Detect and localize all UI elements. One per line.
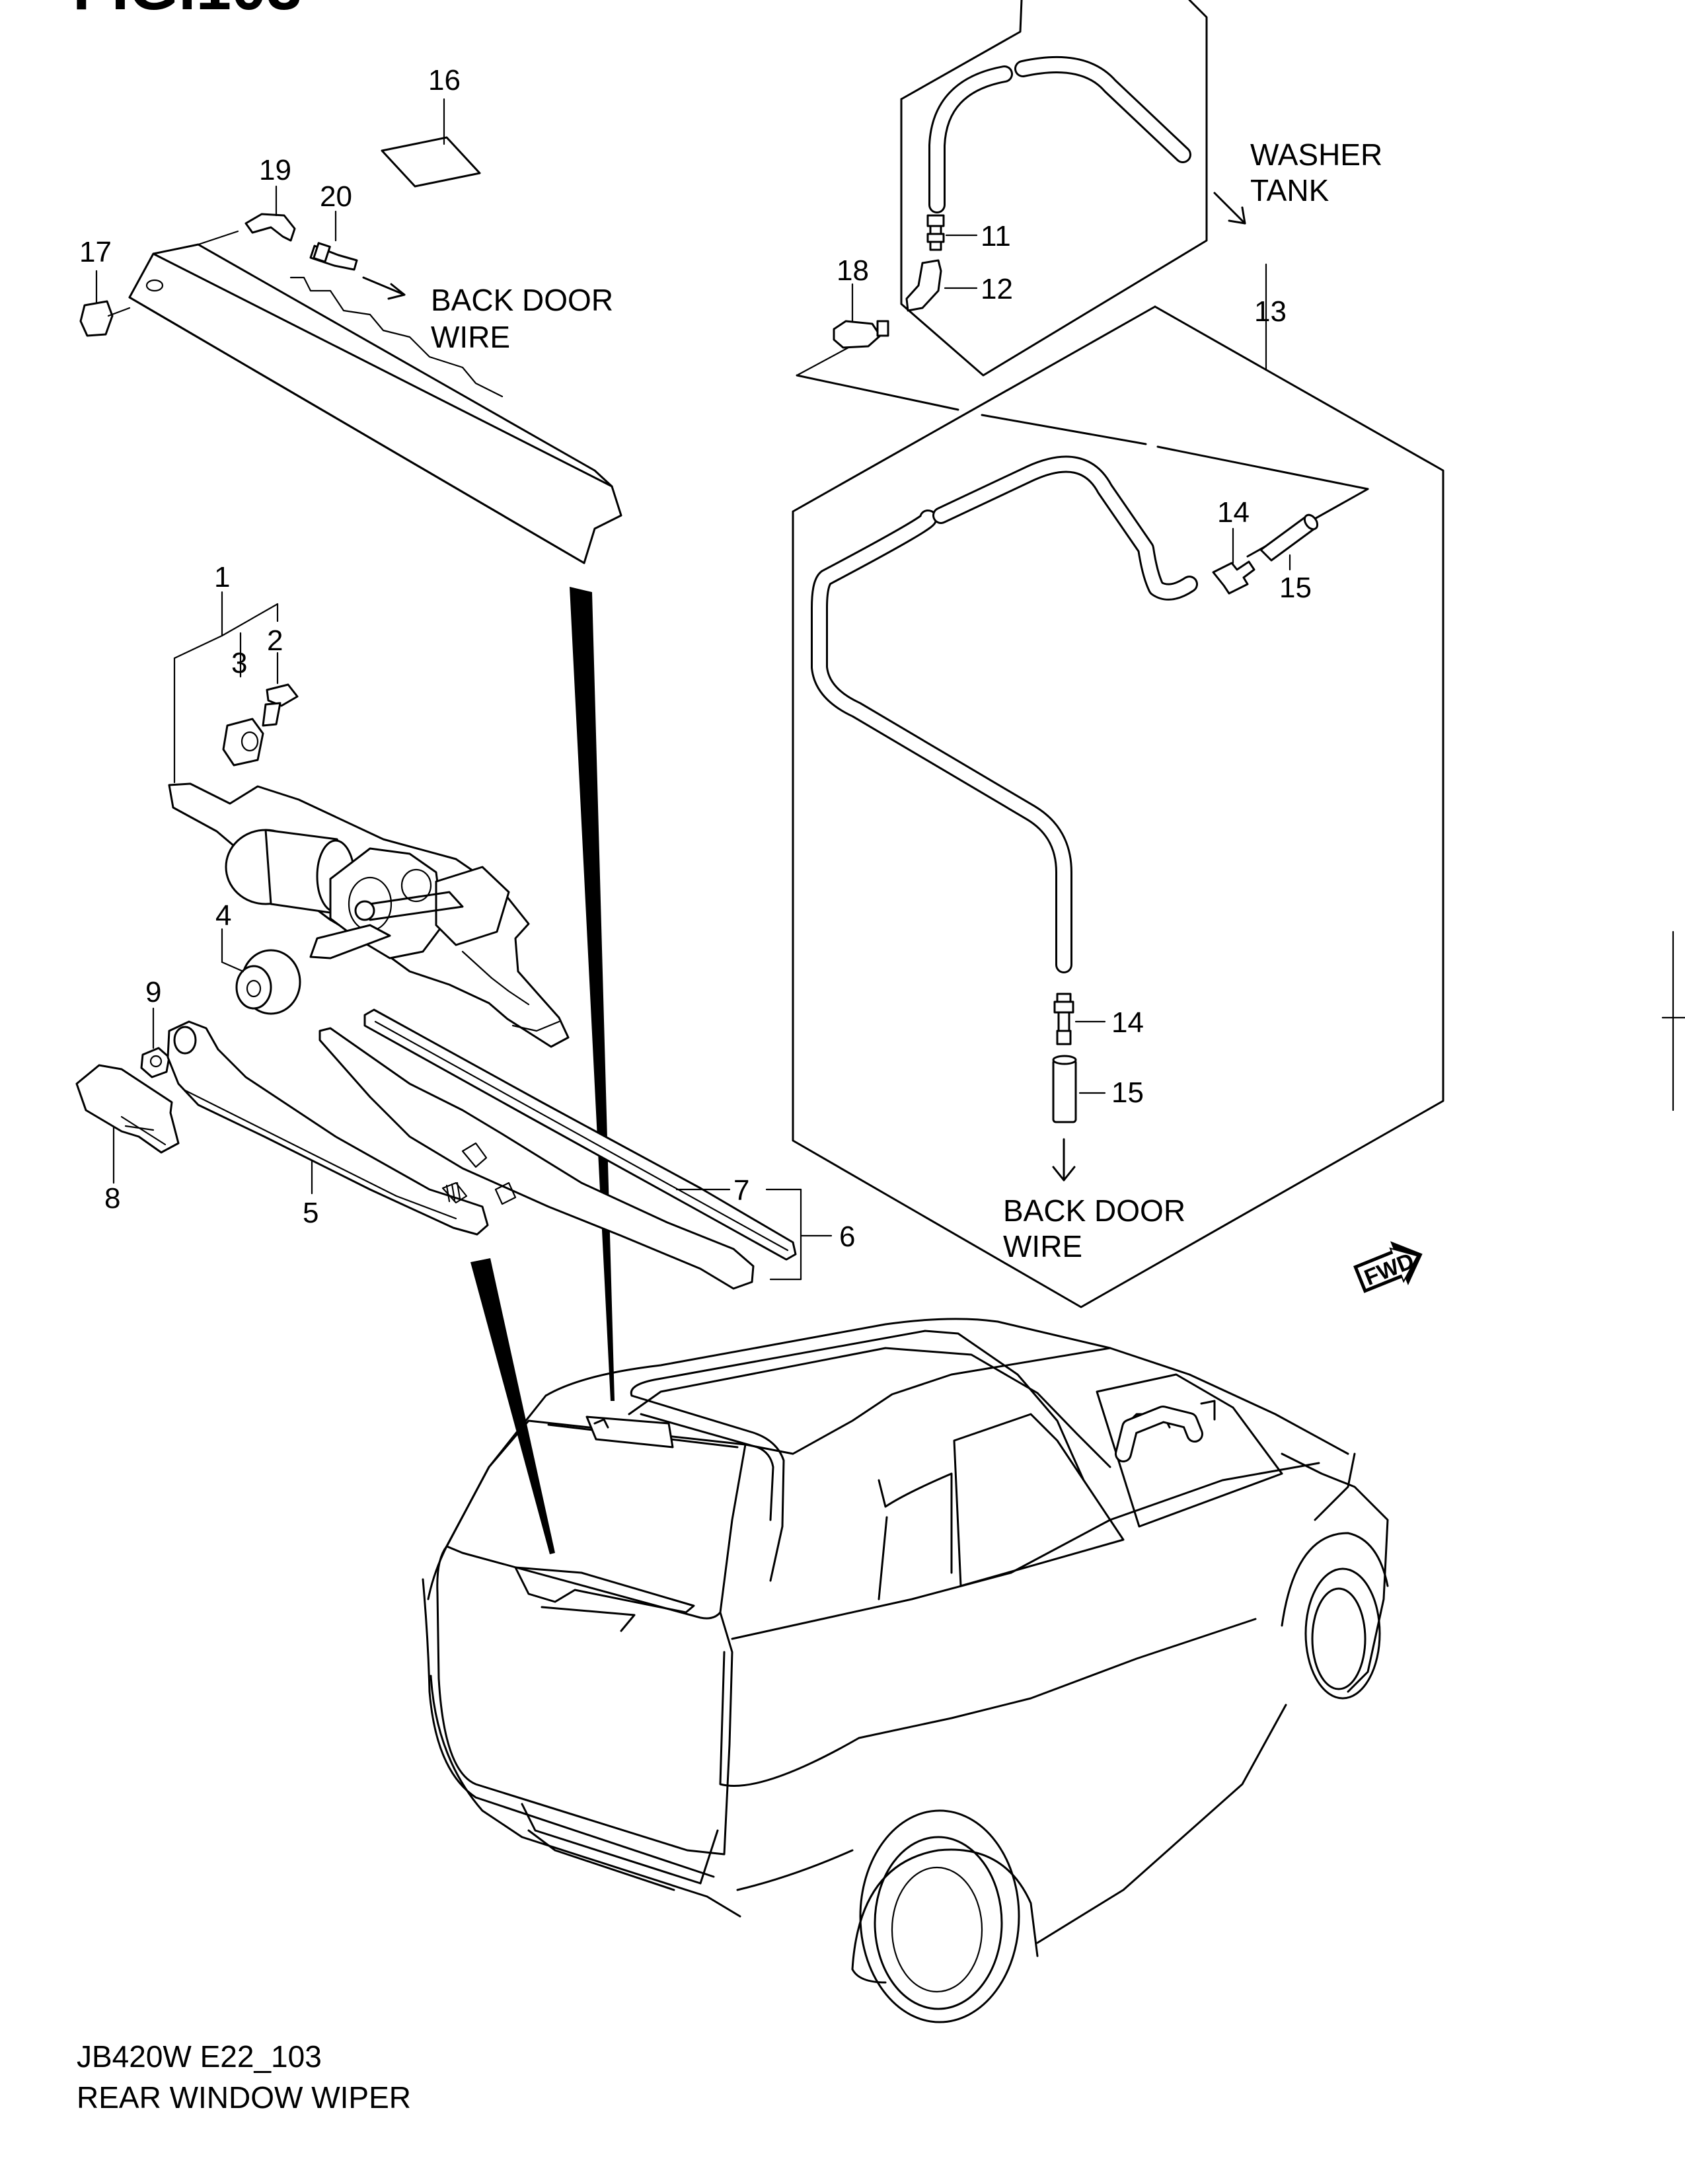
part-number-13: 13: [1254, 295, 1287, 328]
part-19-elbow: 19: [244, 154, 296, 242]
figure-header: FIG.103: [73, 0, 302, 23]
washer-hose-group-main: 13: [792, 263, 1444, 1308]
part-5-wiper-arm: 5: [167, 1020, 489, 1236]
part-6-wiper-blade: [318, 1027, 755, 1290]
back-door-wire-arrow-lower: [1052, 1138, 1076, 1182]
part-14-connector-upper: 14: [1212, 496, 1255, 595]
part-number-15-upper: 15: [1279, 572, 1312, 604]
part-number-8: 8: [104, 1182, 120, 1215]
wiper-motor-assembly: [168, 782, 570, 1048]
part-20-connector: 20: [309, 180, 406, 300]
part-number-14-lower: 14: [1111, 1006, 1144, 1039]
back-door-wire-top-line2: WIRE: [431, 320, 510, 354]
part-number-20: 20: [320, 180, 352, 213]
vehicle-outline: [422, 1318, 1389, 2023]
fwd-arrow-badge: FWD: [1353, 1241, 1423, 1293]
part-number-14-upper: 14: [1217, 496, 1250, 529]
part-17-clip: 17: [79, 236, 131, 337]
part-number-19: 19: [259, 154, 291, 186]
part-7-blade-rubber: [363, 1008, 797, 1261]
part-number-12: 12: [981, 273, 1013, 305]
part-8-cover: 8: [75, 1064, 180, 1215]
part-number-15-lower: 15: [1111, 1076, 1144, 1109]
back-door-wire-top-line1: BACK DOOR: [431, 283, 613, 317]
part-number-4: 4: [215, 899, 231, 932]
part-number-18: 18: [837, 254, 869, 287]
back-door-wire-bottom-line2: WIRE: [1003, 1229, 1082, 1263]
wiper-lead-line: [470, 1258, 555, 1554]
back-door-wire-bottom-line1: BACK DOOR: [1003, 1193, 1185, 1228]
part-1-motor-callout: 1 2 3: [173, 561, 283, 784]
part-number-7: 7: [733, 1174, 749, 1207]
part-number-17: 17: [79, 236, 112, 268]
part-number-1: 1: [214, 561, 230, 593]
part-number-11: 11: [981, 220, 1011, 252]
part-18-clip: 18: [796, 254, 889, 377]
part-14-connector-lower: 14: [1053, 993, 1144, 1045]
part-number-6: 6: [839, 1221, 855, 1253]
part-15-sleeve-lower: 15: [1052, 1055, 1144, 1123]
figure-code: JB420W E22_103: [77, 2039, 322, 2074]
part-12-elbow: 12: [905, 259, 1013, 312]
part-number-3: 3: [231, 647, 247, 679]
part-2-bolt: [262, 683, 299, 727]
part-3-grommet: [222, 718, 264, 767]
part-16-label-sticker: 16: [381, 64, 481, 188]
part-number-2: 2: [267, 624, 283, 657]
part-number-9: 9: [145, 976, 161, 1008]
lamp-lead-line: [570, 587, 615, 1401]
part-6-7-callouts: 7 6: [675, 1174, 855, 1281]
part-number-16: 16: [428, 64, 461, 96]
washer-tank-line1: WASHER: [1250, 137, 1382, 172]
part-9-nut: 9: [140, 976, 170, 1078]
high-mount-stop-lamp: [128, 230, 622, 564]
part-11-connector: 11: [926, 214, 1011, 252]
washer-tank-line2: TANK: [1250, 173, 1329, 207]
figure-title: REAR WINDOW WIPER: [77, 2080, 411, 2115]
part-15-sleeve-upper: 15: [1259, 513, 1319, 604]
part-number-5: 5: [303, 1197, 318, 1229]
washer-hose-group-upper: WASHER TANK: [900, 0, 1382, 377]
part-4-cap: 4: [215, 899, 301, 1015]
